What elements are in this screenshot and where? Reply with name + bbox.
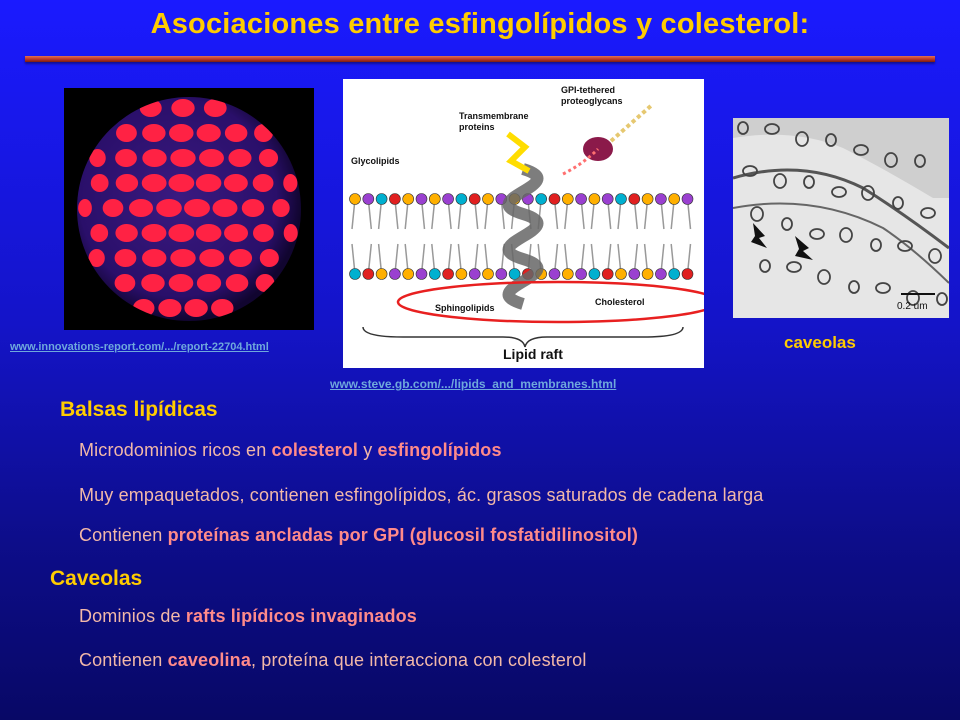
title-divider bbox=[25, 56, 935, 62]
label-transmembrane: Transmembrane bbox=[459, 111, 529, 121]
arrow-icon bbox=[751, 223, 767, 248]
scale-bar-label: 0.2 um bbox=[897, 301, 928, 312]
balsas-line-3: Contienen proteínas ancladas por GPI (gl… bbox=[79, 525, 639, 545]
slide-title: Asociaciones entre esfingolípidos y cole… bbox=[150, 8, 810, 40]
diagram-credit-link[interactable]: www.steve.gb.com/.../lipids_and_membrane… bbox=[330, 377, 617, 391]
label-transmembrane-2: proteins bbox=[459, 122, 495, 132]
raft-brace bbox=[362, 326, 684, 348]
raft-outline bbox=[396, 280, 704, 324]
label-lipid-raft: Lipid raft bbox=[503, 346, 563, 362]
label-gpi-2: proteoglycans bbox=[561, 96, 623, 106]
heading-caveolas: Caveolas bbox=[50, 567, 143, 590]
label-gpi: GPI-tethered bbox=[561, 85, 615, 95]
arrow-icon bbox=[795, 236, 813, 260]
caveolae-micrograph: 0.2 um bbox=[733, 118, 949, 318]
caveolas-line-1: Dominios de rafts lipídicos invaginados bbox=[79, 606, 417, 626]
transmembrane-chain bbox=[506, 131, 531, 174]
label-sphingolipids: Sphingolipids bbox=[435, 303, 495, 313]
label-cholesterol: Cholesterol bbox=[595, 297, 645, 307]
heading-balsas: Balsas lipídicas bbox=[60, 398, 218, 421]
lipid-raft-diagram: GPI-tethered proteoglycans Transmembrane… bbox=[343, 79, 704, 368]
micrograph-caption: caveolas bbox=[784, 333, 856, 352]
proteoglycan-blob bbox=[583, 137, 613, 161]
sphere-credit-link[interactable]: www.innovations-report.com/.../report-22… bbox=[10, 341, 269, 353]
balsas-line-2: Muy empaquetados, contienen esfingolípid… bbox=[79, 485, 764, 505]
balsas-line-1: Microdominios ricos en colesterol y esfi… bbox=[79, 440, 502, 460]
label-glycolipids: Glycolipids bbox=[351, 156, 400, 166]
caveolas-line-2: Contienen caveolina, proteína que intera… bbox=[79, 650, 587, 670]
fluorescent-sphere-image bbox=[64, 88, 314, 330]
